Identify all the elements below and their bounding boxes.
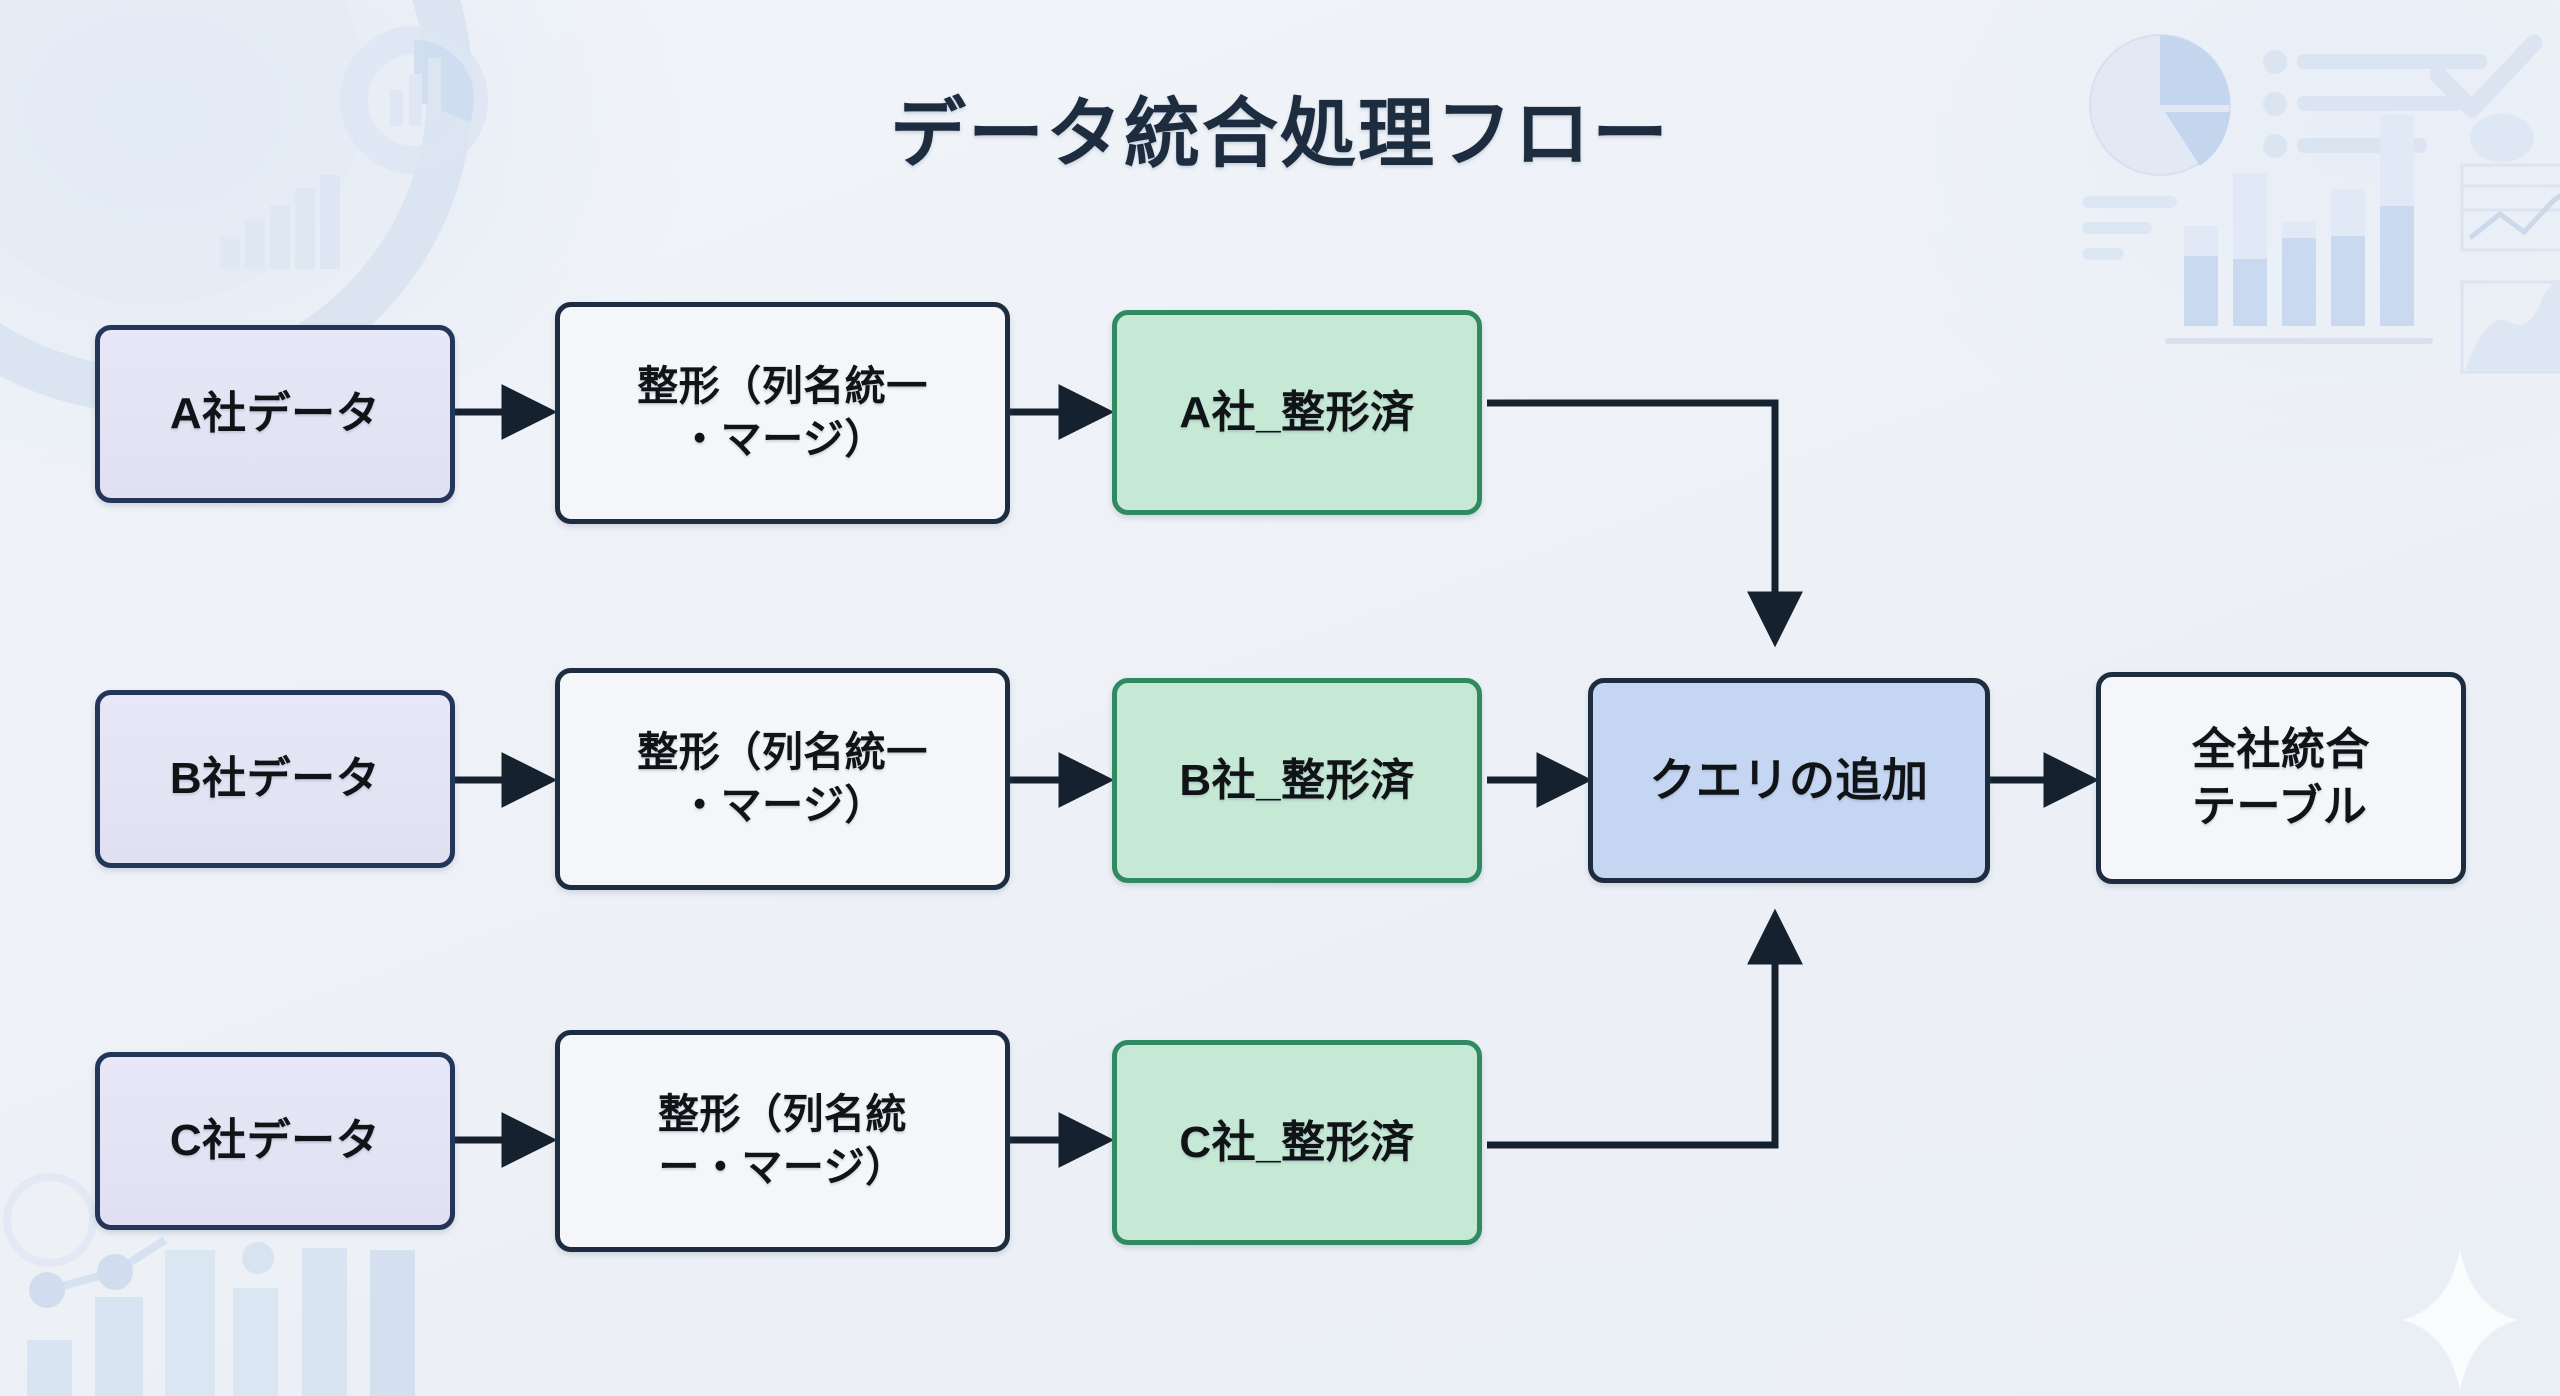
node-label: クエリの追加	[1649, 753, 1929, 806]
node-label: C社_整形済	[1179, 1117, 1415, 1167]
node-transform-a[interactable]: 整形（列名統一 ・マージ）	[555, 302, 1010, 524]
node-label: B社_整形済	[1179, 755, 1415, 805]
node-label: 整形（列名統一 ・マージ）	[637, 362, 928, 462]
node-label: A社_整形済	[1179, 387, 1415, 437]
node-staged-c[interactable]: C社_整形済	[1112, 1040, 1482, 1245]
node-label: 整形（列名統 ー・マージ）	[658, 1090, 907, 1190]
node-label: 全社統合 テーブル	[2192, 724, 2370, 831]
node-source-b[interactable]: B社データ	[95, 690, 455, 868]
node-transform-c[interactable]: 整形（列名統 ー・マージ）	[555, 1030, 1010, 1252]
node-label: 整形（列名統一 ・マージ）	[637, 728, 928, 828]
node-staged-b[interactable]: B社_整形済	[1112, 678, 1482, 883]
node-label: B社データ	[169, 754, 381, 804]
node-label: C社データ	[169, 1116, 381, 1166]
page-title: データ統合処理フロー	[890, 92, 1670, 177]
node-transform-b[interactable]: 整形（列名統一 ・マージ）	[555, 668, 1010, 890]
node-label: A社データ	[169, 389, 381, 439]
edge-stgC-to-append	[1487, 908, 1803, 1149]
edge-stgA-to-append	[1487, 399, 1803, 648]
node-source-c[interactable]: C社データ	[95, 1052, 455, 1230]
node-staged-a[interactable]: A社_整形済	[1112, 310, 1482, 515]
node-append-query[interactable]: クエリの追加	[1588, 678, 1990, 883]
node-source-a[interactable]: A社データ	[95, 325, 455, 503]
node-final-table[interactable]: 全社統合 テーブル	[2096, 672, 2466, 884]
